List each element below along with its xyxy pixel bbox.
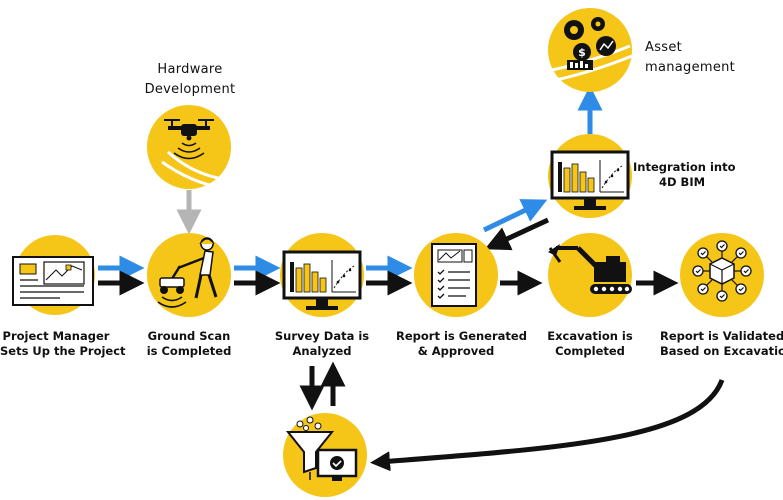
arrow-survey-to-report bbox=[366, 255, 413, 296]
label-line: 4D BIM bbox=[659, 175, 706, 189]
funnel-data-filter-icon bbox=[285, 416, 358, 481]
step-excavation bbox=[548, 233, 632, 317]
label-survey-data: Survey Data is Analyzed bbox=[272, 329, 372, 359]
label-line: Survey Data is bbox=[274, 329, 370, 343]
label-line: Sets Up the Project bbox=[0, 344, 126, 358]
label-line: Excavation is bbox=[547, 329, 633, 343]
label-line: Report is Generated bbox=[396, 329, 527, 343]
step-project-manager bbox=[12, 235, 95, 315]
step-survey-data bbox=[280, 233, 364, 317]
label-line: Ground Scan bbox=[147, 329, 231, 343]
label-report: Report is Generated & Approved bbox=[396, 329, 527, 359]
label-bim: Integration into 4D BIM bbox=[633, 160, 743, 190]
validation-network-icon bbox=[692, 240, 752, 302]
project-document-icon bbox=[12, 256, 94, 306]
label-hardware: Hardware Development bbox=[140, 60, 240, 100]
node-bim bbox=[548, 134, 632, 218]
label-line: is Completed bbox=[146, 344, 232, 358]
gears-money-icon: $ bbox=[551, 17, 633, 82]
bim-monitor-icon bbox=[550, 150, 630, 210]
svg-text:$: $ bbox=[578, 46, 586, 59]
node-filter bbox=[283, 413, 367, 497]
label-asset: Asset management bbox=[645, 38, 765, 78]
label-project-manager: Project Manager Sets Up the Project bbox=[0, 329, 126, 359]
label-line: Project Manager bbox=[2, 329, 110, 343]
arrow-bim-to-report bbox=[484, 217, 550, 251]
ground-scanner-operator-icon bbox=[157, 237, 218, 308]
arrow-report-to-bim bbox=[482, 199, 548, 233]
label-line: Based on Excavation bbox=[660, 344, 783, 358]
arrow-validated-to-filter bbox=[370, 379, 725, 472]
node-hardware bbox=[147, 105, 231, 190]
label-line: Integration into bbox=[633, 160, 736, 174]
drone-icon bbox=[161, 119, 223, 190]
step-validated bbox=[680, 233, 764, 317]
label-line: management bbox=[645, 60, 736, 75]
arrow-pm-to-scan bbox=[98, 255, 145, 296]
label-line: Development bbox=[144, 82, 236, 97]
node-asset: $ bbox=[548, 8, 633, 92]
label-line: Report is Validated bbox=[660, 329, 783, 343]
step-report bbox=[414, 233, 498, 317]
label-line: Analyzed bbox=[292, 344, 352, 358]
monitor-charts-icon bbox=[282, 250, 362, 310]
label-validated: Report is Validated Based on Excavation bbox=[660, 329, 783, 359]
report-checklist-icon bbox=[431, 243, 477, 307]
label-line: Completed bbox=[555, 344, 625, 358]
arrow-scan-to-survey bbox=[234, 255, 281, 296]
step-ground-scan bbox=[147, 233, 231, 317]
label-ground-scan: Ground Scan is Completed bbox=[139, 329, 239, 359]
label-line: Asset bbox=[645, 40, 683, 55]
label-line: & Approved bbox=[417, 344, 495, 358]
excavator-icon bbox=[548, 244, 632, 294]
label-line: Hardware bbox=[157, 62, 223, 77]
label-excavation: Excavation is Completed bbox=[540, 329, 640, 359]
